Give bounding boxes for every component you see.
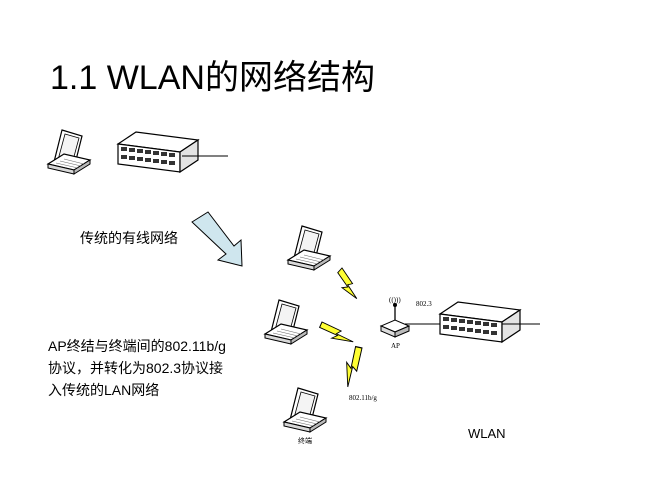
wired-network-label: 传统的有线网络 <box>80 230 178 246</box>
ap-description: AP终结与终端间的802.11b/g 协议，并转化为802.3协议接 入传统的L… <box>48 335 248 401</box>
wireless-laptop-icon <box>264 299 308 345</box>
description-line: 协议，并转化为802.3协议接 <box>48 360 224 376</box>
wired-switch-icon <box>117 131 199 173</box>
wireless-laptop-icon <box>287 225 331 271</box>
lightning-icon <box>339 344 370 388</box>
wlan-switch-icon <box>439 301 521 343</box>
wired-std-label: 802.3 <box>416 300 432 308</box>
description-line: 入传统的LAN网络 <box>48 382 160 398</box>
access-point-icon <box>379 303 411 338</box>
wireless-std-label: 802.11b/g <box>349 394 377 402</box>
page-title: 1.1 WLAN的网络结构 <box>50 59 375 97</box>
description-line: AP终结与终端间的802.11b/g <box>48 338 226 354</box>
arrow-icon <box>191 211 243 267</box>
wired-laptop-icon <box>47 129 91 175</box>
terminal-label: 终端 <box>298 436 312 445</box>
lightning-icon <box>319 321 354 343</box>
wlan-label: WLAN <box>468 426 506 441</box>
ap-label: AP <box>391 342 400 350</box>
ap-antenna-label: (())) <box>389 296 401 304</box>
wireless-laptop-icon <box>283 387 327 433</box>
lightning-icon <box>330 266 367 300</box>
